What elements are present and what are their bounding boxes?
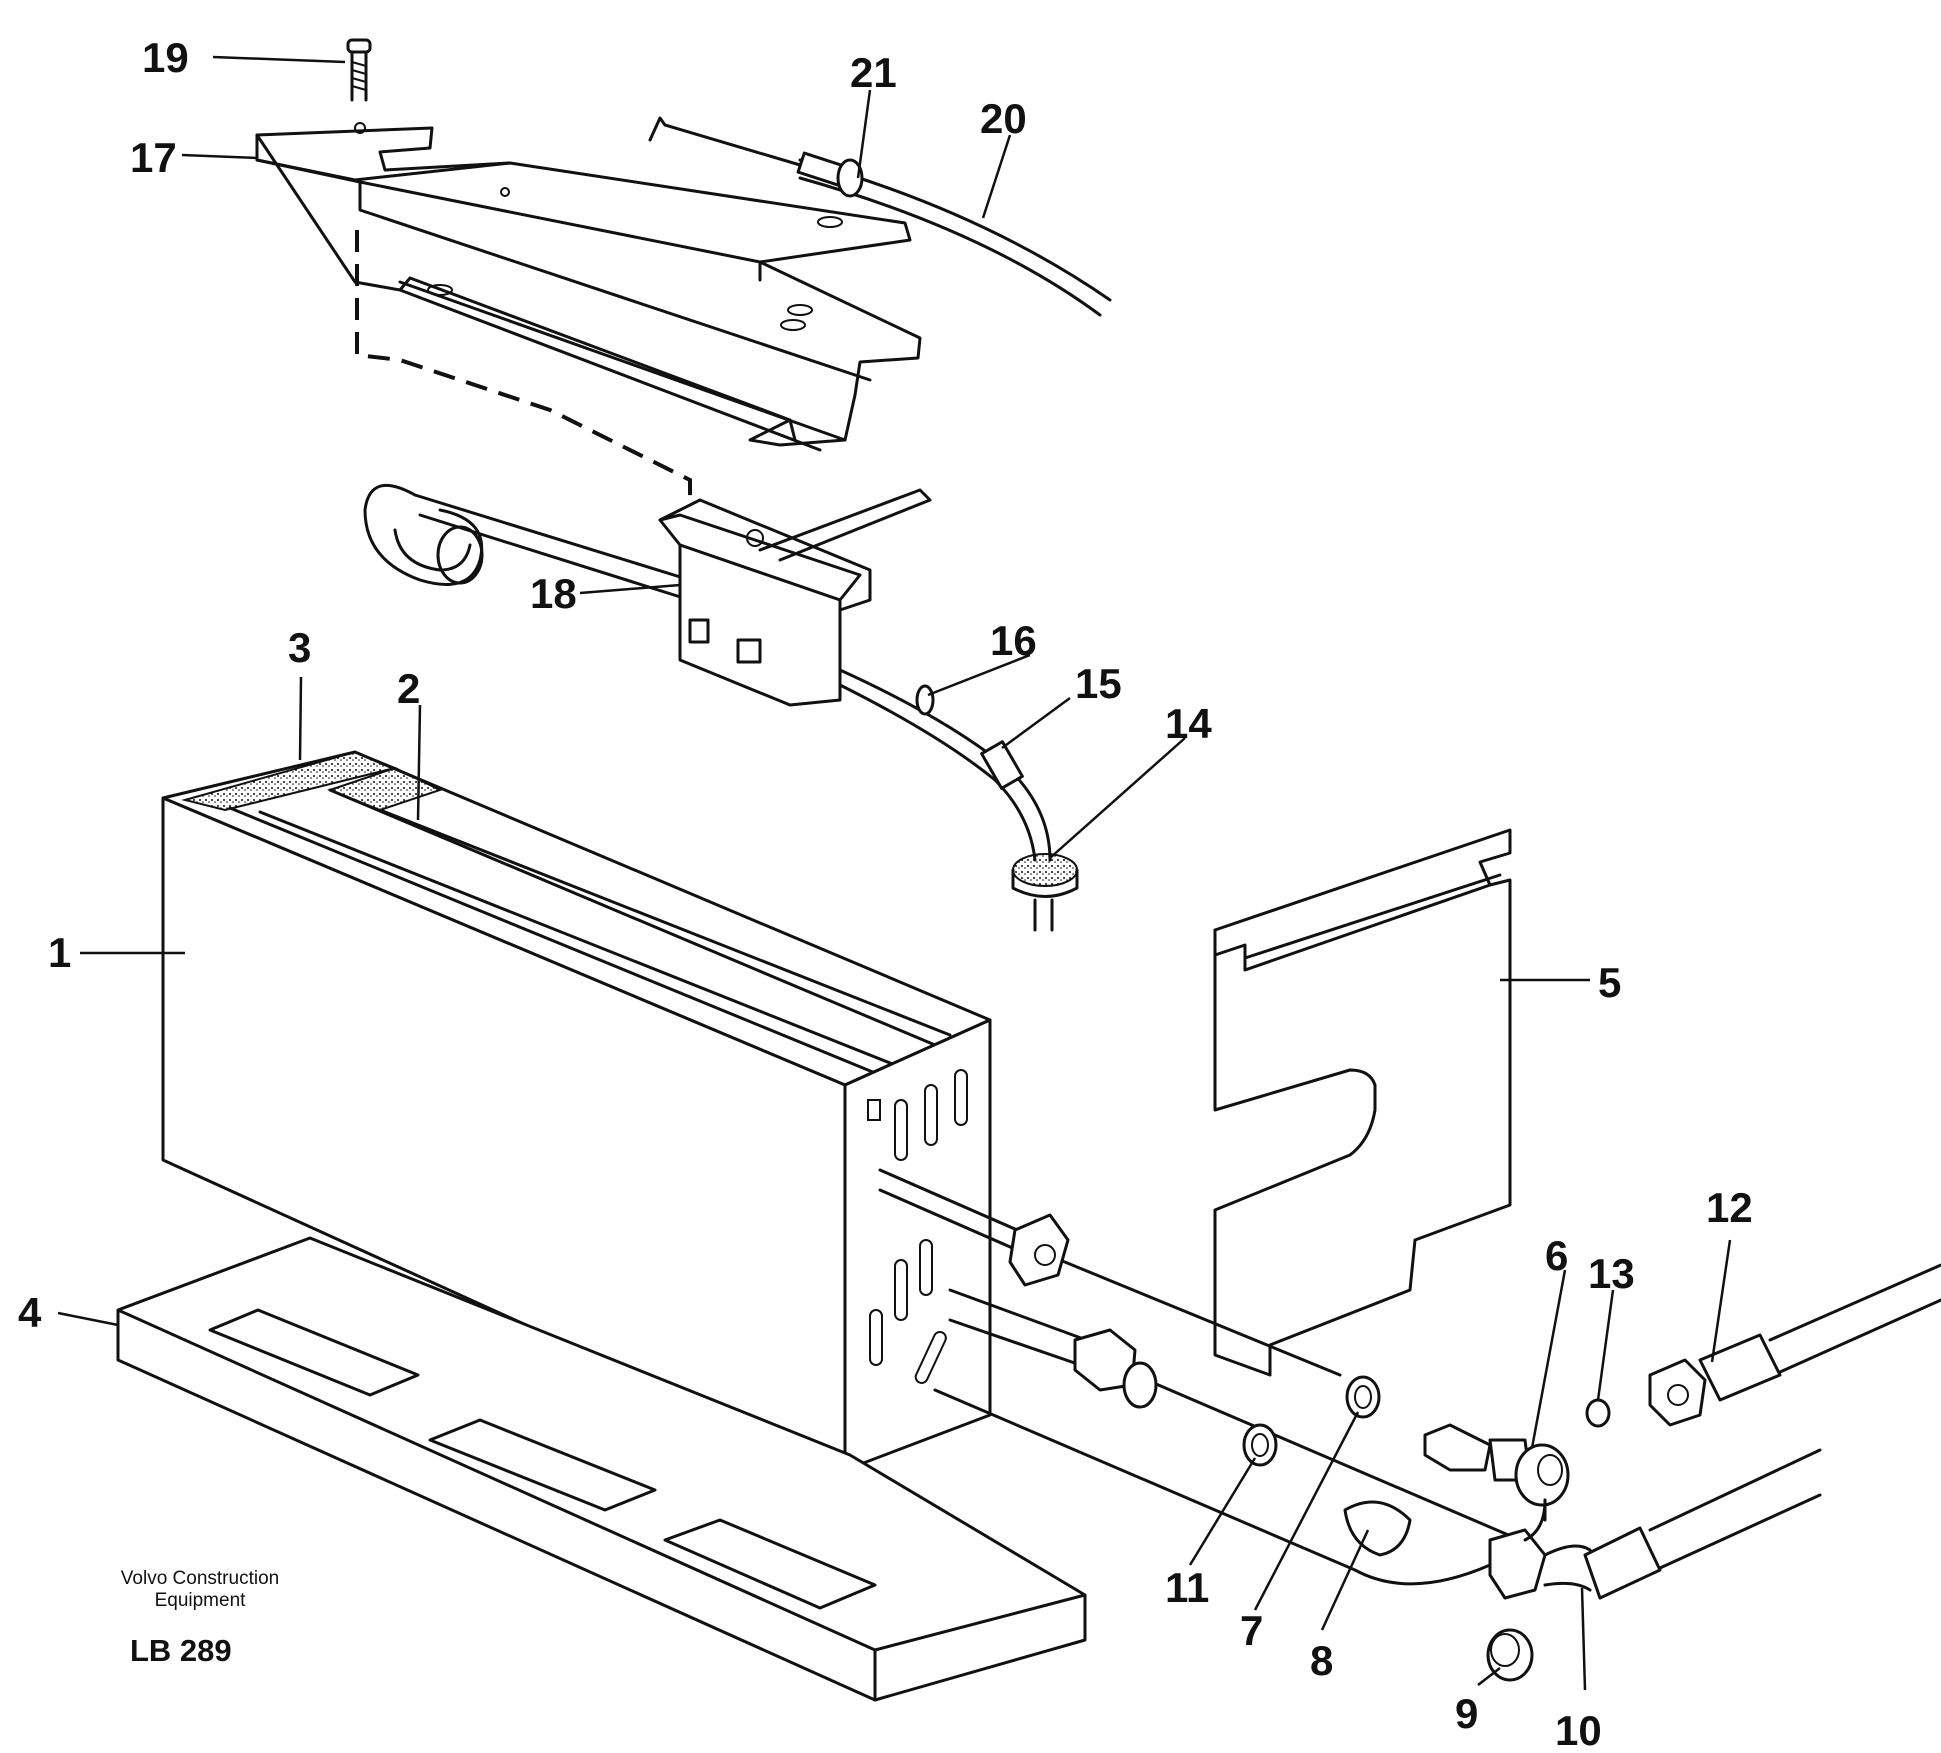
callout-10: 10 [1555,1707,1602,1753]
callout-8: 8 [1310,1637,1333,1684]
heater-housing-part-1 [161,750,992,1472]
thermostat-part-18 [363,484,932,707]
nut-fitting-upper [1008,1213,1070,1287]
callout-18: 18 [530,570,577,617]
callout-12: 12 [1706,1184,1753,1231]
grommet-part-14 [1011,853,1079,932]
callout-17: 17 [130,134,177,181]
nut-fitting-lower [1073,1328,1158,1409]
credit-line-1: Volvo Construction [120,1568,280,1589]
callout-19: 19 [142,34,189,81]
callout-14: 14 [1165,700,1212,747]
base-plate-part-4 [116,1236,1087,1702]
callout-4: 4 [18,1289,42,1336]
callout-1: 1 [48,929,71,976]
leader-lines [57,55,1732,1691]
washer-part-11 [1242,1423,1278,1467]
valve-part-6 [1423,1423,1570,1522]
manufacturer-credit: Volvo Construction Equipment [95,1568,305,1612]
callout-20: 20 [980,95,1027,142]
callout-21: 21 [850,49,897,96]
callout-9: 9 [1455,1690,1478,1737]
washer-part-7 [1345,1375,1381,1419]
callout-7: 7 [1240,1607,1263,1654]
callout-3: 3 [288,624,311,671]
callout-6: 6 [1545,1232,1568,1279]
capillary-tube-part-15 [838,668,1052,862]
credit-line-2: Equipment [154,1590,246,1611]
cable-clamp-part-21 [836,158,864,198]
callout-2: 2 [397,665,420,712]
screw-part-19 [346,38,372,102]
cover-plate-part-5 [1213,828,1512,1377]
assembly-dashed-line [355,230,692,510]
callout-5: 5 [1598,959,1621,1006]
drawing-code: LB 289 [130,1633,232,1668]
hose-part-12 [1648,1263,1941,1427]
callout-11: 11 [1165,1564,1209,1611]
hose-part-10 [1488,1448,1822,1600]
callout-15: 15 [1075,660,1122,707]
callout-16: 16 [990,617,1037,664]
housing-end-slots [869,1069,968,1384]
callout-13: 13 [1588,1250,1635,1297]
clip-part-8 [1343,1500,1412,1557]
tube-clamp-part-16 [915,684,935,716]
callout-labels: 19 17 21 20 18 16 15 14 3 2 1 5 4 6 13 1… [18,34,1753,1753]
mounting-bracket-part-17 [255,122,922,452]
o-ring-part-13 [1585,1398,1611,1428]
